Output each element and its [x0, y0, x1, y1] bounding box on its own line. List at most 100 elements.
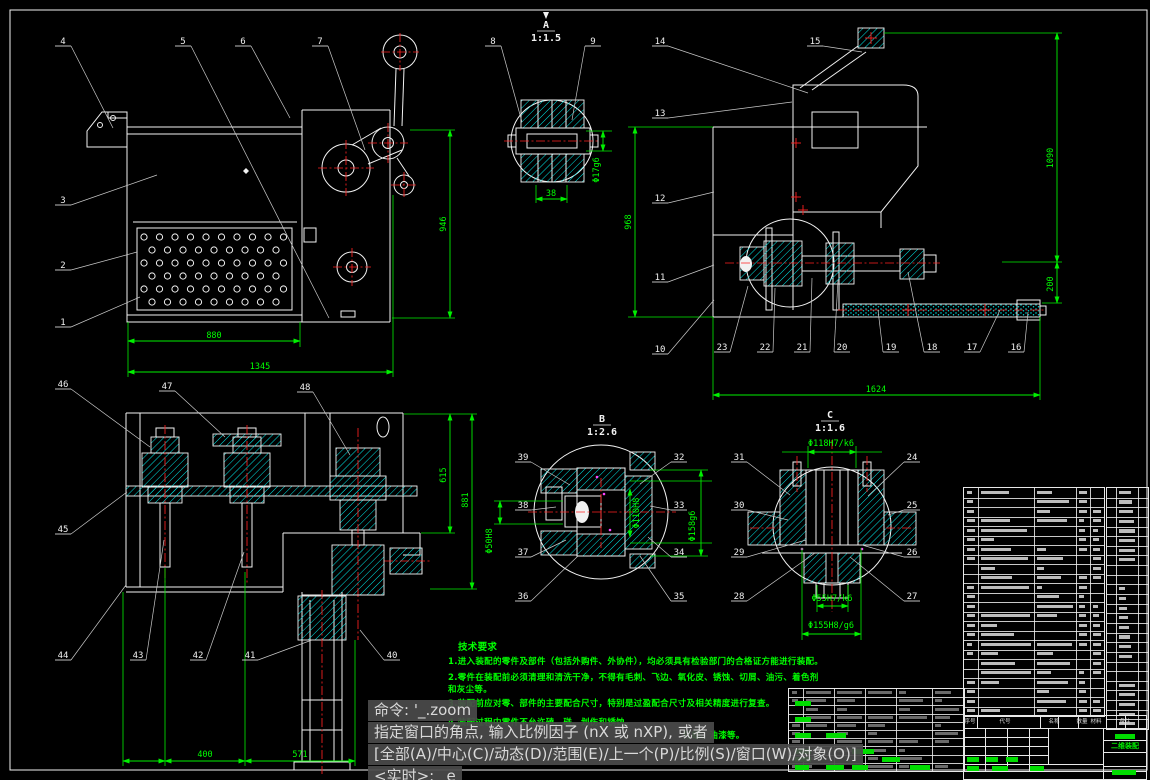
title-block-green-entry	[795, 733, 811, 738]
dim-text: Φ17g6	[592, 157, 602, 183]
note-line: 和灰尘等。	[448, 685, 493, 695]
dim-text: Φ118H7/k6	[808, 439, 854, 449]
title-block-green-entry	[992, 766, 1008, 771]
detail-a	[504, 12, 600, 183]
balloon-number: 22	[760, 343, 771, 353]
balloon-number: 38	[518, 501, 529, 511]
balloon-number: 39	[518, 453, 529, 463]
balloon-number: 2	[60, 261, 65, 271]
balloon-number: 16	[1011, 343, 1022, 353]
front-view	[86, 33, 419, 323]
detail-b-label: B	[599, 414, 605, 425]
command-line-text: 命令: '_.zoom	[368, 700, 478, 721]
dim-text: 571	[292, 750, 307, 760]
dim-text: 1345	[250, 362, 270, 372]
dim-text: 200	[1046, 276, 1056, 291]
balloon-number: 9	[590, 37, 595, 47]
title-block-green-entry	[882, 757, 900, 762]
title-block-green-entry	[795, 701, 811, 706]
balloon-number: 19	[886, 343, 897, 353]
dim-text: Φ50H8	[485, 528, 495, 554]
title-block-green-entry	[826, 733, 846, 738]
dim-text: 400	[197, 750, 212, 760]
dim-text: 615	[439, 467, 449, 482]
dim-text: Φ55H7/k6	[812, 594, 853, 604]
dim-text: Φ110H8	[632, 498, 642, 529]
balloon-number: 3	[60, 196, 65, 206]
detail-c-label: C	[827, 410, 833, 421]
balloon-number: 18	[927, 343, 938, 353]
balloon-number: 47	[162, 382, 173, 392]
dim-text: 881	[461, 492, 471, 507]
detail-c-scale: 1:1.6	[815, 423, 845, 434]
dim-text: Φ155H8/g6	[808, 621, 854, 631]
title-block-green-entry	[1115, 734, 1135, 739]
balloon-number: 15	[810, 37, 821, 47]
title-block-green-entry	[795, 717, 811, 722]
balloon-number: 7	[317, 37, 322, 47]
balloon-number: 42	[193, 651, 204, 661]
balloon-number: 28	[734, 592, 745, 602]
plan-view	[125, 412, 430, 774]
balloon-number: 11	[655, 273, 666, 283]
parts-list-table	[963, 487, 1105, 717]
title-block-green-entry	[910, 765, 930, 770]
balloon-number: 45	[58, 525, 69, 535]
detail-labels: A 1:1.5 B 1:2.6 C 1:1.6	[531, 20, 845, 438]
balloon-number: 24	[907, 453, 918, 463]
perforated-panel-holes	[140, 233, 288, 306]
title-block-green-entry	[852, 765, 868, 770]
balloon-number: 32	[674, 453, 685, 463]
balloon-number: 8	[490, 37, 495, 47]
title-block-green-entry	[967, 766, 979, 771]
title-block-green-entry	[1112, 770, 1136, 775]
title-block-green-entry	[1006, 757, 1018, 762]
title-block-green-entry	[852, 749, 874, 754]
dim-text: 1624	[866, 385, 886, 395]
detail-a-label: A	[543, 20, 549, 31]
balloon-number: 48	[300, 383, 311, 393]
balloon-number: 27	[907, 592, 918, 602]
balloon-number: 33	[674, 501, 685, 511]
balloon-number: 30	[734, 501, 745, 511]
bom-header-cell: 名称	[1048, 719, 1060, 725]
balloon-number: 44	[58, 651, 69, 661]
title-block-green-entry	[826, 765, 844, 770]
balloon-number: 25	[907, 501, 918, 511]
balloon-number: 12	[655, 194, 666, 204]
balloon-number: 1	[60, 318, 65, 328]
command-line[interactable]: 命令: '_.zoom 指定窗口的角点, 输入比例因子 (nX 或 nXP), …	[368, 700, 863, 780]
bom-header-cell: 代号	[999, 719, 1011, 725]
balloon-number: 10	[655, 345, 666, 355]
detail-b-scale: 1:2.6	[587, 427, 617, 438]
balloon-number: 46	[58, 380, 69, 390]
balloon-number: 5	[180, 37, 185, 47]
detail-c	[747, 440, 917, 612]
title-block-green-entry	[795, 765, 809, 770]
dim-text: 968	[624, 214, 634, 229]
balloon-number: 41	[245, 651, 256, 661]
sheet-frame	[9, 9, 1148, 771]
balloon-number: 6	[240, 37, 245, 47]
bom-header-cell: 备注	[1119, 719, 1131, 725]
balloon-number: 14	[655, 37, 666, 47]
detail-b	[528, 444, 676, 580]
balloon-number: 26	[907, 548, 918, 558]
balloon-number: 13	[655, 109, 666, 119]
command-line-text: 指定窗口的角点, 输入比例因子 (nX 或 nXP), 或者	[368, 722, 714, 743]
command-prompt-input[interactable]: <实时>: _e	[368, 766, 462, 780]
title-block-green-entry	[986, 757, 998, 762]
title-block-green-entry	[967, 757, 979, 762]
balloon-number: 4	[60, 37, 65, 47]
title-block-drawing-number-cell	[1048, 728, 1104, 765]
balloon-number: 40	[387, 651, 398, 661]
side-view	[712, 27, 1047, 321]
detail-a-scale: 1:1.5	[531, 33, 561, 44]
balloon-number: 37	[518, 548, 529, 558]
balloon-number: 29	[734, 548, 745, 558]
dim-text: Φ158g6	[688, 511, 698, 542]
notes-title: 技术要求	[458, 642, 498, 653]
